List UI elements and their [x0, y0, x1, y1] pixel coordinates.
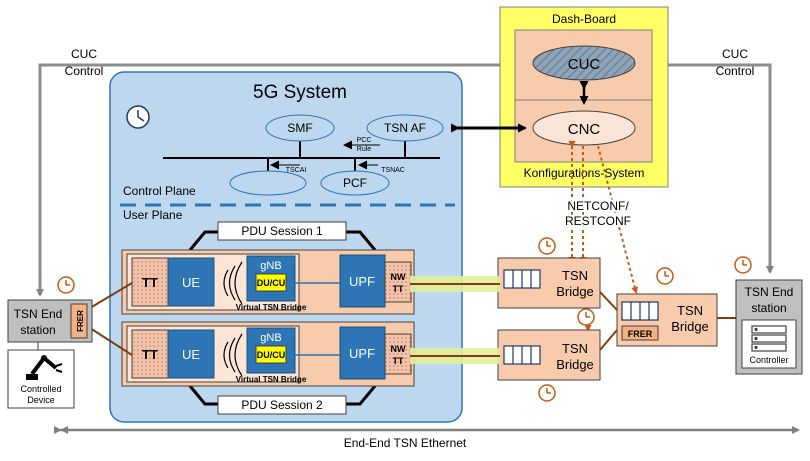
smf-node	[265, 114, 335, 142]
upf-label-2: UPF	[349, 346, 375, 361]
server-icon	[751, 325, 787, 352]
ue-label-2: UE	[182, 347, 200, 362]
cuc-control-right-label-2: Control	[716, 64, 755, 78]
left-end-station-label-1: TSN End	[14, 307, 63, 321]
cuc-label: CUC	[568, 56, 601, 73]
tsn-bridge-1	[497, 257, 601, 309]
frer-label-left: FRER	[76, 310, 85, 332]
cnc-node	[532, 110, 636, 146]
controlled-device-label-1: Controlled	[20, 384, 61, 394]
cnc-label: CNC	[568, 121, 601, 138]
tsn-bridge-3	[616, 293, 718, 347]
frer-left-box	[70, 303, 88, 339]
right-end-station-label-2: station	[751, 301, 786, 315]
gnb-label-1: gNB	[260, 260, 281, 272]
tt-label-1: TT	[142, 275, 158, 290]
virtual-bridge-label-2: Virtual TSN Bridge	[236, 375, 307, 384]
virtual-bridge-2	[121, 321, 415, 387]
netconf-lines	[568, 141, 639, 332]
nw-tt-label-2b: TT	[393, 356, 404, 366]
nw-tt-label-1b: TT	[393, 284, 404, 294]
controller-label: Controller	[749, 355, 788, 365]
pdu2-box	[217, 395, 347, 415]
tscai-label: TSCAI	[286, 167, 307, 174]
tsn-bridge-1-label-2: Bridge	[556, 284, 594, 299]
virtual-bridge-1	[121, 249, 415, 315]
user-plane-label: User Plane	[123, 208, 183, 222]
nw-tt-label-2a: NW	[391, 344, 406, 354]
control-plane-label: Control Plane	[123, 184, 196, 198]
du-cu-label-1: DU/CU	[257, 278, 286, 288]
tsn-bridge-2-label-1: TSN	[562, 341, 588, 356]
netconf-label-1: NETCONF/	[567, 199, 629, 213]
control-plane-bus	[163, 140, 440, 172]
tsn-links	[89, 276, 736, 364]
tsnac-label: TSNAC	[381, 167, 405, 174]
upf-label-1: UPF	[349, 274, 375, 289]
ethernet-label: End-End TSN Ethernet	[344, 436, 467, 450]
left-end-station-label-2: station	[20, 323, 55, 337]
du-cu-label-2: DU/CU	[257, 350, 286, 360]
clock-icon-orange	[57, 237, 752, 402]
tsn-bridge-2-label-2: Bridge	[556, 357, 594, 372]
pcf-node	[320, 170, 390, 196]
pdu1-box	[217, 221, 347, 241]
pcc-rule-label-1: PCC	[357, 137, 372, 144]
cuc-control-left-label-2: Control	[65, 64, 104, 78]
pdu2-label: PDU Session 2	[241, 398, 323, 412]
smf-label: SMF	[287, 121, 312, 135]
dashboard-label: Dash-Board	[552, 12, 616, 26]
pcc-rule-label-2: Rule	[357, 146, 372, 153]
tscai-node	[229, 170, 307, 196]
right-end-station-label-1: TSN End	[745, 285, 794, 299]
clock-icon	[126, 105, 150, 129]
robot-arm-icon	[26, 355, 63, 380]
gnb-label-2: gNB	[260, 332, 281, 344]
netconf-label-2: RESTCONF	[565, 214, 631, 228]
pdu1-label: PDU Session 1	[241, 224, 323, 238]
pcf-label: PCF	[343, 176, 367, 190]
nw-tt-label-1a: NW	[391, 272, 406, 282]
cuc-control-right-label-1: CUC	[722, 47, 748, 61]
tsn-af-node	[366, 114, 444, 142]
tt-label-2: TT	[142, 347, 158, 362]
virtual-bridge-label-1: Virtual TSN Bridge	[236, 303, 307, 312]
tsn-bridge-1-label-1: TSN	[562, 268, 588, 283]
cuc-control-left-label-1: CUC	[71, 47, 97, 61]
frer-label-bridge: FRER	[628, 329, 653, 339]
tsn-af-label: TSN AF	[384, 121, 426, 135]
tsn-bridge-3-label-2: Bridge	[671, 319, 709, 334]
controlled-device-label-2: Device	[27, 395, 55, 405]
cuc-node	[532, 45, 636, 81]
ue-label-1: UE	[182, 275, 200, 290]
tsn-bridge-3-label-1: TSN	[677, 303, 703, 318]
5g-system-title: 5G System	[253, 82, 347, 103]
tsn-bridge-2	[497, 329, 601, 381]
